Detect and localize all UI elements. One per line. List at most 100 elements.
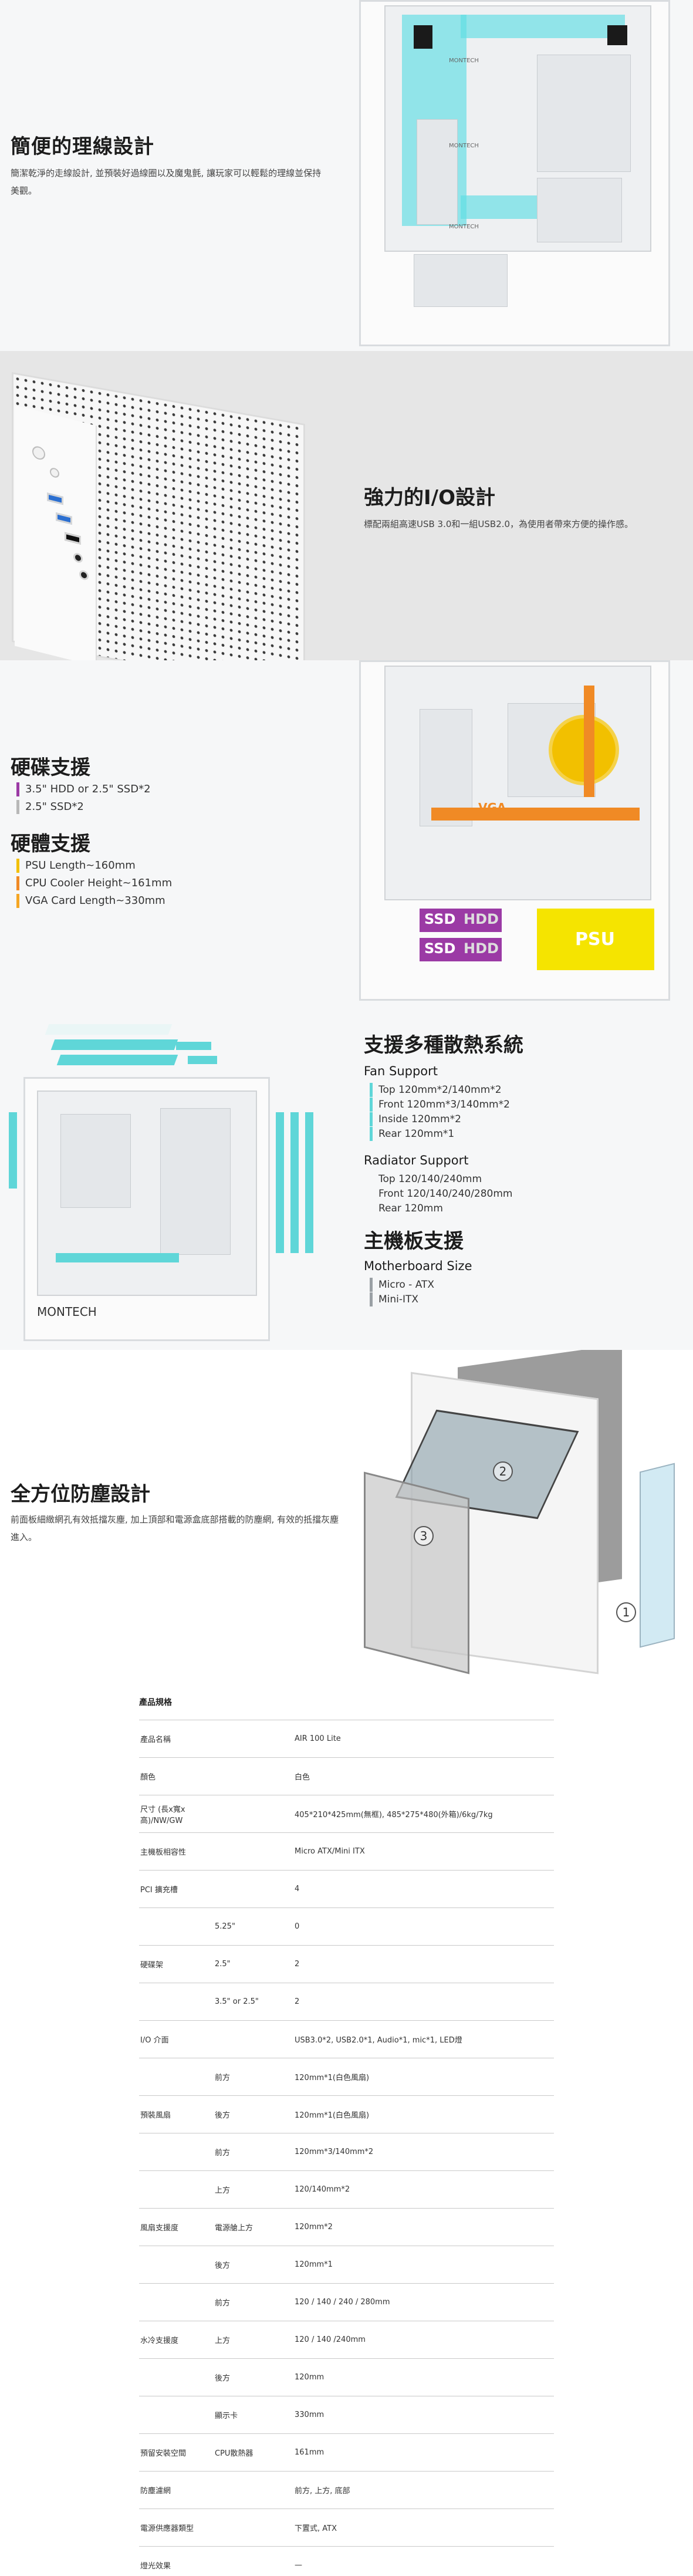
- spec-value: 120mm*1(白色風扇): [291, 2095, 554, 2133]
- spec-value: 120 / 140 / 240 / 280mm: [291, 2283, 554, 2321]
- spec-label: 風扇支援度: [139, 2208, 215, 2246]
- spec-sublabel: 電源艙上方: [215, 2208, 291, 2246]
- filter-number-2: 2: [493, 1461, 513, 1481]
- radiator-item: Top 120/140/240mm: [378, 1173, 482, 1185]
- cooler-height-arrow: [584, 686, 594, 797]
- spec-value: 405*210*425mm(無框), 485*275*480(外箱)/6kg/7…: [291, 1795, 554, 1833]
- spec-value: 白色: [291, 1757, 554, 1795]
- hdd-tray-highlight: [420, 938, 502, 961]
- spec-label: [139, 2058, 215, 2096]
- brand-mark: MONTECH: [449, 143, 479, 149]
- usb3-port-icon: [47, 492, 63, 505]
- filter-number-3: 3: [414, 1526, 434, 1546]
- spec-value: 330mm: [291, 2396, 554, 2434]
- fan-item: Rear 120mm*1: [370, 1127, 454, 1141]
- spec-label: 尺寸 (長x寬x高)/NW/GW: [139, 1795, 215, 1833]
- brand-mark: MONTECH: [449, 58, 479, 64]
- spec-sublabel: [215, 1870, 291, 1908]
- mic-jack-icon: [79, 569, 89, 581]
- spec-label: [139, 2283, 215, 2321]
- spec-value: Micro ATX/Mini ITX: [291, 1832, 554, 1871]
- cpu-cutout: [537, 55, 631, 172]
- spec-sublabel: 上方: [215, 2170, 291, 2209]
- spec-sublabel: CPU散熱器: [215, 2433, 291, 2472]
- spec-label: [139, 2358, 215, 2396]
- spec-value: 120mm*1(白色風扇): [291, 2058, 554, 2096]
- brand-mark: MONTECH: [449, 224, 479, 230]
- spec-value: —: [291, 2546, 554, 2576]
- dust-title: 全方位防塵設計: [11, 1483, 150, 1506]
- spec-label: 電源供應器類型: [139, 2509, 215, 2547]
- spec-sublabel: 前方: [215, 2283, 291, 2321]
- case-rear-view: MONTECH MONTECH MONTECH: [359, 0, 670, 346]
- motherboard-size-title: Motherboard Size: [364, 1259, 472, 1273]
- spec-sublabel: [215, 1832, 291, 1871]
- spec-label: [139, 1907, 215, 1946]
- spec-sublabel: 前方: [215, 2058, 291, 2096]
- filter-number-1: 1: [616, 1602, 636, 1622]
- spec-row: 3.5" or 2.5"2: [139, 1983, 554, 2021]
- spec-label: 水冷支援度: [139, 2321, 215, 2359]
- spec-sublabel: 5.25": [215, 1907, 291, 1946]
- usb2-port-icon: [65, 532, 81, 545]
- spec-value: 120mm*2: [291, 2208, 554, 2246]
- spec-label: [139, 2396, 215, 2434]
- radiator-support-title: Radiator Support: [364, 1153, 469, 1167]
- spec-value: 120/140mm*2: [291, 2170, 554, 2209]
- ssd-label: SSD: [424, 911, 456, 927]
- dust-section: 全方位防塵設計 前面板細緻網孔有效抵擋灰塵, 加上頂部和電源盒底部搭載的防塵網,…: [0, 1350, 693, 1684]
- psu-dust-filter: [640, 1463, 675, 1648]
- spec-value: 120 / 140 /240mm: [291, 2321, 554, 2359]
- spec-value: 0: [291, 1907, 554, 1946]
- spec-label: 預裝風扇: [139, 2095, 215, 2133]
- drive-item: 3.5" HDD or 2.5" SSD*2: [16, 782, 151, 796]
- audio-jack-icon: [73, 552, 83, 564]
- spec-label: [139, 2170, 215, 2209]
- io-desc: 標配兩組高速USB 3.0和一組USB2.0，為使用者帶來方便的操作感。: [364, 519, 634, 529]
- spec-row: 防塵濾網前方, 上方, 底部: [139, 2471, 554, 2509]
- front-fan-indicator: [290, 1112, 299, 1253]
- motherboard-item: Mini-ITX: [370, 1292, 418, 1306]
- spec-sublabel: 上方: [215, 2321, 291, 2359]
- spec-label: 產品名稱: [139, 1720, 215, 1758]
- top-fan-indicator: [188, 1056, 217, 1064]
- case-front-view: MONTECH: [23, 1077, 270, 1341]
- hw-item: PSU Length~160mm: [16, 859, 136, 873]
- front-fan-indicator: [276, 1112, 284, 1253]
- case-side-view: VGA SSD HDD SSD HDD PSU: [359, 660, 670, 1001]
- spec-sublabel: [215, 1795, 291, 1833]
- spec-value: 下置式, ATX: [291, 2509, 554, 2547]
- ssd-label: SSD: [424, 940, 456, 957]
- spec-value: 4: [291, 1870, 554, 1908]
- spec-sublabel: [215, 1720, 291, 1758]
- psu-fan-indicator: [56, 1253, 179, 1262]
- spec-label: PCI 擴充槽: [139, 1870, 215, 1908]
- hdd-label: HDD: [464, 940, 499, 957]
- reset-button-icon: [50, 467, 59, 479]
- storage-section: 硬碟支援 3.5" HDD or 2.5" SSD*2 2.5" SSD*2 硬…: [0, 660, 693, 1007]
- spec-row: 電源供應器類型 下置式, ATX: [139, 2509, 554, 2547]
- spec-value: 前方, 上方, 底部: [291, 2471, 554, 2509]
- cooling-section: MONTECH 支援多種散熱系統 Fan Support Top 120mm*2…: [0, 1007, 693, 1350]
- spec-label: 硬碟架: [139, 1945, 215, 1983]
- io-title: 強力的I/O設計: [364, 486, 495, 509]
- vga-label: VGA: [478, 801, 506, 815]
- motherboard-title: 主機板支援: [364, 1230, 464, 1253]
- hardware-support-title: 硬體支援: [11, 832, 90, 856]
- grommet: [607, 25, 627, 45]
- fan-item: Front 120mm*3/140mm*2: [370, 1098, 510, 1112]
- top-fan-indicator: [56, 1055, 178, 1065]
- radiator-item: Front 120/140/240/280mm: [378, 1188, 513, 1200]
- spec-sublabel: 後方: [215, 2246, 291, 2284]
- psu-cage: [414, 254, 508, 307]
- vga-length-arrow: [431, 808, 640, 821]
